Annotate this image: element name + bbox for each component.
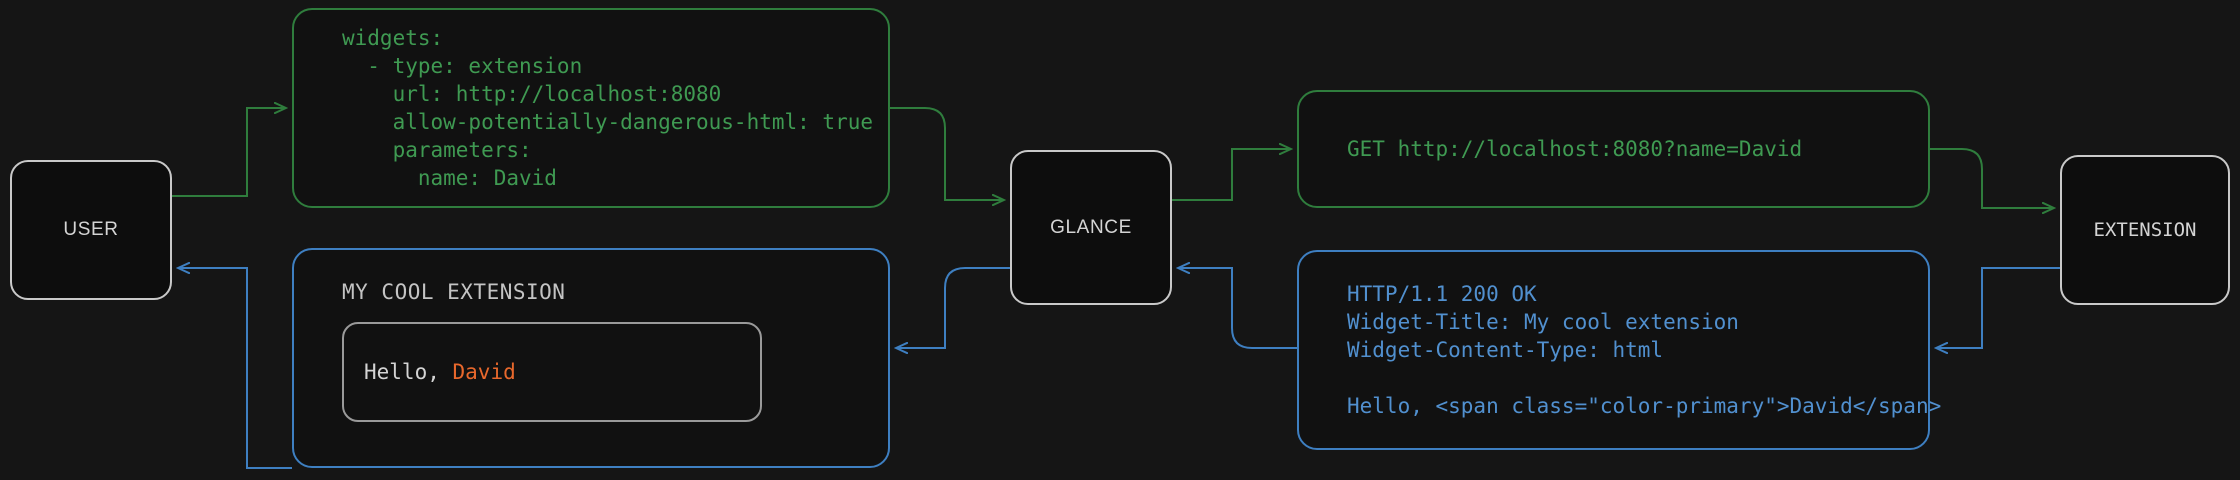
node-glance-label: GLANCE xyxy=(1050,216,1132,238)
edge-widget-to-user xyxy=(178,268,292,469)
rendered-widget-title: MY COOL EXTENSION xyxy=(342,280,566,304)
config-yaml-text: widgets: - type: extension url: http://l… xyxy=(342,26,874,190)
panel-http-response: HTTP/1.1 200 OK Widget-Title: My cool ex… xyxy=(1297,250,1942,450)
rendered-widget-body: Hello, David xyxy=(342,322,762,422)
node-extension-label: EXTENSION xyxy=(2093,219,2197,241)
edge-extension-to-response xyxy=(1936,267,2060,348)
panel-http-request: GET http://localhost:8080?name=David xyxy=(1297,90,1930,208)
edge-glance-to-request xyxy=(1172,149,1291,201)
node-user[interactable]: USER xyxy=(10,160,172,300)
edge-response-to-glance xyxy=(1178,268,1297,349)
http-response-text: HTTP/1.1 200 OK Widget-Title: My cool ex… xyxy=(1347,282,1942,418)
edge-config-to-glance xyxy=(890,107,1004,200)
http-request-text: GET http://localhost:8080?name=David xyxy=(1347,137,1803,161)
panel-rendered-widget: MY COOL EXTENSION Hello, David xyxy=(292,248,890,468)
rendered-widget-username: David xyxy=(452,360,516,384)
edge-request-to-extension xyxy=(1930,148,2054,208)
node-extension[interactable]: EXTENSION xyxy=(2060,155,2230,305)
node-glance[interactable]: GLANCE xyxy=(1010,150,1172,305)
panel-config-yaml: widgets: - type: extension url: http://l… xyxy=(292,8,890,208)
edge-user-to-config xyxy=(172,108,286,197)
rendered-widget-greeting: Hello, xyxy=(364,360,453,384)
edge-glance-to-widget xyxy=(896,267,1010,348)
node-user-label: USER xyxy=(63,219,119,240)
